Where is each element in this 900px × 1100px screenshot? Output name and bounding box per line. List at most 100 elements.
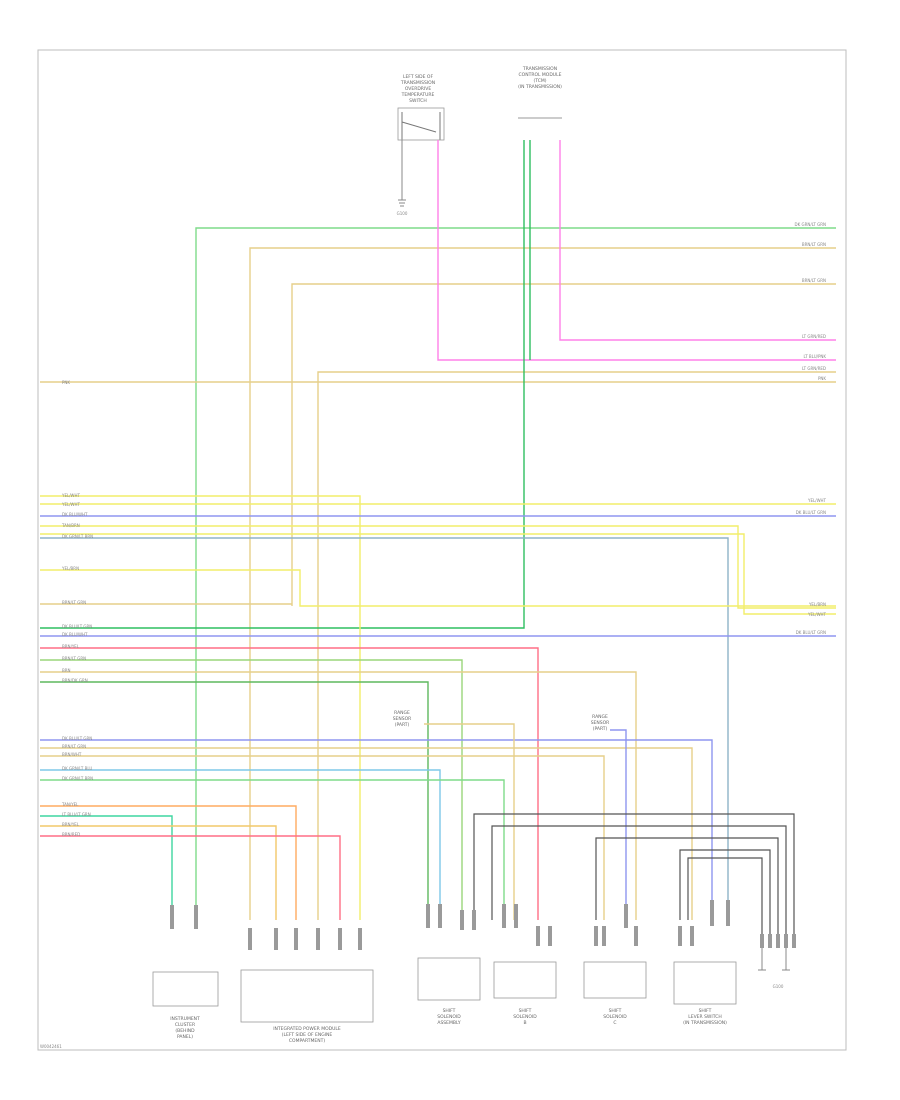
left-label-13: BRN: [62, 668, 71, 673]
pin: [792, 934, 796, 948]
wire-green-3: [40, 681, 429, 920]
left-label-11: BRN/YEL: [62, 644, 80, 649]
lever-label-2: LEVER SWITCH: [688, 1014, 721, 1020]
range-switch-a: RANGE SENSOR (PART): [393, 710, 412, 728]
left-label-7: YEL/BRN: [61, 566, 79, 571]
wire-tan-9: [424, 723, 515, 920]
wire-tan-top-1: [249, 247, 836, 920]
ic-label-2: CLUSTER: [175, 1022, 195, 1028]
wire-blue-green: [40, 537, 729, 920]
right-label-12: DK BLU/LT GRN: [796, 630, 826, 635]
wire-blue-4: [610, 729, 627, 920]
wire-yellow-1: [40, 495, 361, 920]
overdrive-switch-label-4: TEMPERATURE: [401, 92, 435, 98]
overdrive-switch-label-5: SWITCH: [409, 98, 427, 104]
left-labels: PNK YEL/WHT YEL/WHT DK BLU/WHT TAN/BRN D…: [61, 380, 93, 837]
wire-gray-1: [473, 813, 795, 940]
wire-red-2: [40, 835, 341, 920]
sol-c-label-1: SHIFT: [609, 1008, 622, 1014]
transmission-control-module: TRANSMISSION CONTROL MODULE (TCM) (IN TR…: [518, 66, 562, 119]
wire-gray-4: [679, 849, 771, 940]
tcm-label-4: (IN TRANSMISSION): [518, 84, 562, 90]
right-label-4: LT GRN/RED: [802, 334, 826, 339]
ground-symbol-bottom: [758, 948, 790, 971]
wire-layer: [40, 140, 836, 940]
sol-c-label-3: C: [613, 1020, 616, 1026]
pin: [294, 928, 298, 950]
pin: [624, 904, 628, 928]
wire-yellow-3: [40, 525, 836, 609]
ipm-label-3: COMPARTMENT): [289, 1038, 325, 1044]
ground-symbol-top: [398, 140, 406, 207]
left-label-22: BRN/YEL: [62, 822, 80, 827]
pin: [472, 910, 476, 930]
right-label-7: PNK: [818, 376, 826, 381]
right-label-6: LT GRN/RED: [802, 366, 826, 371]
pin: [426, 904, 430, 928]
right-label-11: YEL/WHT: [807, 612, 827, 617]
left-label-20: TAN/YEL: [61, 802, 79, 807]
pin: [678, 926, 682, 946]
sol-a-label-2: SOLENOID: [437, 1014, 461, 1020]
left-label-23: BRN/RED: [62, 832, 80, 837]
pin: [776, 934, 780, 948]
switch-b-label-1: RANGE: [592, 714, 608, 720]
sol-a-label-3: ASSEMBLY: [437, 1020, 461, 1026]
wire-tan-top-2: [291, 283, 836, 606]
left-label-16: BRN/LT GRN: [62, 744, 86, 749]
right-label-5: LT BLU/PNK: [804, 354, 827, 359]
left-label-9: DK BLU/LT GRN: [62, 624, 92, 629]
left-label-19: DK GRN/LT BRN: [62, 776, 93, 781]
pin: [460, 910, 464, 930]
switch-b-label-2: SENSOR: [591, 720, 610, 726]
wire-green-top: [195, 227, 836, 920]
overdrive-switch-label-2: TRANSMISSION: [400, 80, 435, 86]
tcm-label-2: CONTROL MODULE: [519, 72, 562, 78]
right-label-2: BRN/LT GRN: [802, 242, 826, 247]
tcm-label-1: TRANSMISSION: [522, 66, 557, 72]
wire-yellow-4: [40, 533, 836, 615]
pin: [602, 926, 606, 946]
left-label-1: PNK: [62, 380, 70, 385]
connector-pins: [170, 900, 796, 950]
sol-c-label-2: SOLENOID: [603, 1014, 627, 1020]
ipm-label-1: INTEGRATED POWER MODULE: [273, 1026, 341, 1032]
pin: [594, 926, 598, 946]
switch-b-label-3: (PART): [593, 726, 608, 732]
pin: [548, 926, 552, 946]
switch-a-label-1: RANGE: [394, 710, 410, 716]
left-label-5: TAN/BRN: [61, 523, 80, 528]
wire-yellow-6: [40, 825, 277, 920]
overdrive-switch: LEFT SIDE OF TRANSMISSION OVERDRIVE TEMP…: [397, 74, 445, 216]
right-label-8: YEL/WHT: [807, 498, 827, 503]
tcm-label-3: (TCM): [533, 78, 546, 84]
overdrive-switch-label-3: OVERDRIVE: [405, 86, 432, 92]
sol-b-label-1: SHIFT: [519, 1008, 532, 1014]
wire-pink-1: [559, 140, 836, 341]
left-label-3: YEL/WHT: [61, 502, 81, 507]
wire-tan-6: [40, 671, 637, 920]
switch-a-label-3: (PART): [395, 722, 410, 728]
pin: [726, 900, 730, 926]
pin: [502, 904, 506, 928]
switch-box: [397, 107, 445, 141]
left-label-18: DK GRN/LT BLU: [62, 766, 92, 771]
wire-red-1: [40, 647, 539, 920]
left-label-21: LT BLU/LT GRN: [62, 812, 91, 817]
pin: [768, 934, 772, 948]
wire-gray-2: [491, 825, 787, 940]
wire-orange: [40, 805, 297, 920]
sol-b-label-3: B: [523, 1020, 526, 1026]
pin: [690, 926, 694, 946]
pin: [274, 928, 278, 950]
ic-label-1: INSTRUMENT: [170, 1016, 200, 1022]
wire-pink-2: [437, 140, 836, 361]
wire-teal: [40, 815, 173, 920]
wire-tan-8: [40, 755, 605, 920]
pin: [338, 928, 342, 950]
pin: [358, 928, 362, 950]
switch-symbol: [401, 112, 441, 140]
pin: [514, 904, 518, 928]
right-label-9: DK BLU/LT GRN: [796, 510, 826, 515]
